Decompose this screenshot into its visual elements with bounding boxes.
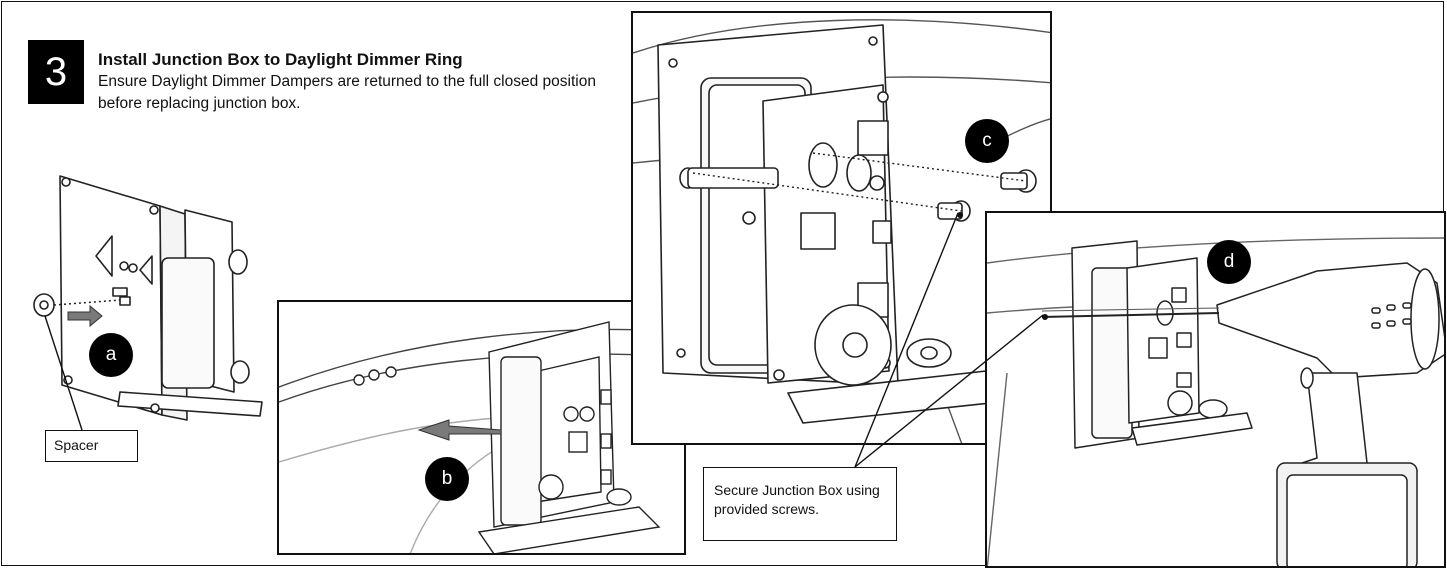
spacer-label: Spacer — [45, 430, 138, 462]
callout-b: b — [425, 457, 469, 501]
callout-c: c — [965, 119, 1009, 163]
panel-b — [277, 300, 686, 555]
step-title: Install Junction Box to Daylight Dimmer … — [98, 50, 463, 69]
step-description: Ensure Daylight Dimmer Dampers are retur… — [98, 73, 596, 112]
panel-d-illustration — [987, 237, 1444, 566]
callout-d: d — [1207, 240, 1251, 284]
callout-a: a — [89, 333, 133, 377]
secure-junction-box-label: Secure Junction Box using provided screw… — [703, 467, 897, 541]
step-number-badge: 3 — [28, 40, 84, 104]
step-number: 3 — [44, 49, 68, 94]
panel-b-illustration — [279, 321, 684, 553]
